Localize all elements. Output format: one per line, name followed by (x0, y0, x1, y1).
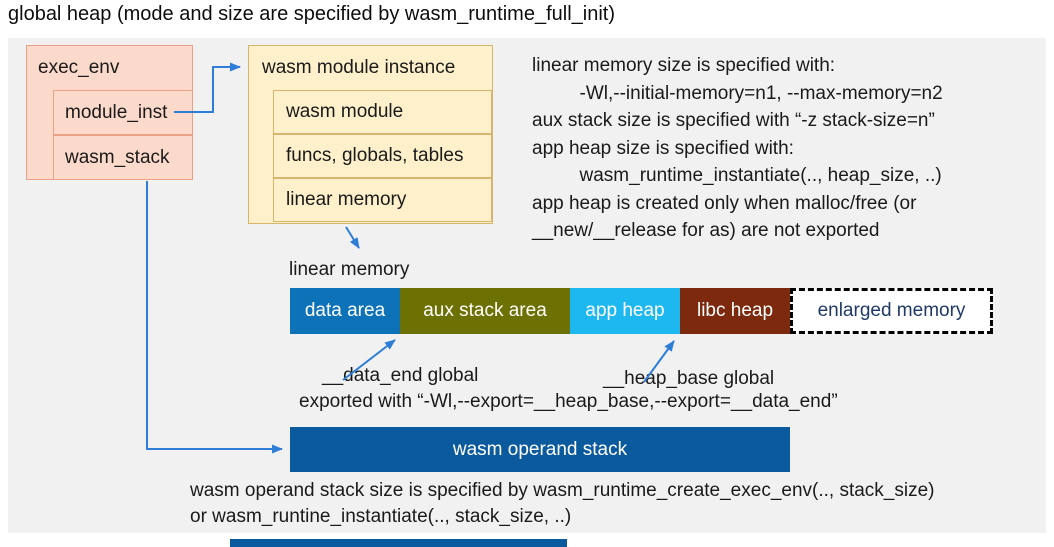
linear-memory-box: linear memory (273, 178, 492, 222)
footer-line: wasm operand stack size is specified by … (190, 480, 935, 501)
wasm-module-box: wasm module (273, 90, 492, 134)
wasm-stack-box: wasm_stack (53, 135, 193, 180)
note-line: app heap size is specified with: (532, 137, 794, 159)
linear-memory-strip-label: linear memory (289, 259, 410, 280)
module-inst-box: module_inst (53, 90, 193, 135)
exec-env-label: exec_env (38, 56, 120, 78)
note-line: wasm_runtime_instantiate(.., heap_size, … (532, 165, 942, 186)
exported-with-label: exported with “-Wl,--export=__heap_base,… (299, 391, 838, 412)
note-line: linear memory size is specified with: (532, 55, 836, 76)
bottom-edge-bar (230, 539, 567, 547)
libc-heap-segment: libc heap (680, 288, 790, 334)
app-heap-segment: app heap (570, 288, 680, 334)
data-area-segment: data area (290, 288, 400, 334)
note-line: app heap is created only when malloc/fre… (532, 192, 917, 214)
page-title: global heap (mode and size are specified… (8, 3, 615, 25)
aux-stack-area-segment: aux stack area (400, 288, 570, 334)
enlarged-memory-segment: enlarged memory (790, 288, 993, 334)
heap-base-global-label: __heap_base global (603, 368, 775, 389)
wasm-module-instance-label: wasm module instance (262, 56, 456, 78)
note-line: __new/__release for as) are not exported (532, 220, 880, 241)
footer-line: or wasm_runtine_instantiate(.., stack_si… (190, 506, 572, 527)
note-line: -Wl,--initial-memory=n1, --max-memory=n2 (532, 82, 943, 104)
data-end-global-label: __data_end global (322, 365, 479, 386)
note-line: aux stack size is specified with “-z sta… (532, 110, 935, 131)
funcs-globals-tables-box: funcs, globals, tables (273, 134, 492, 178)
notes-block: linear memory size is specified with: -W… (532, 52, 1047, 245)
wasm-operand-stack-bar: wasm operand stack (290, 427, 790, 472)
